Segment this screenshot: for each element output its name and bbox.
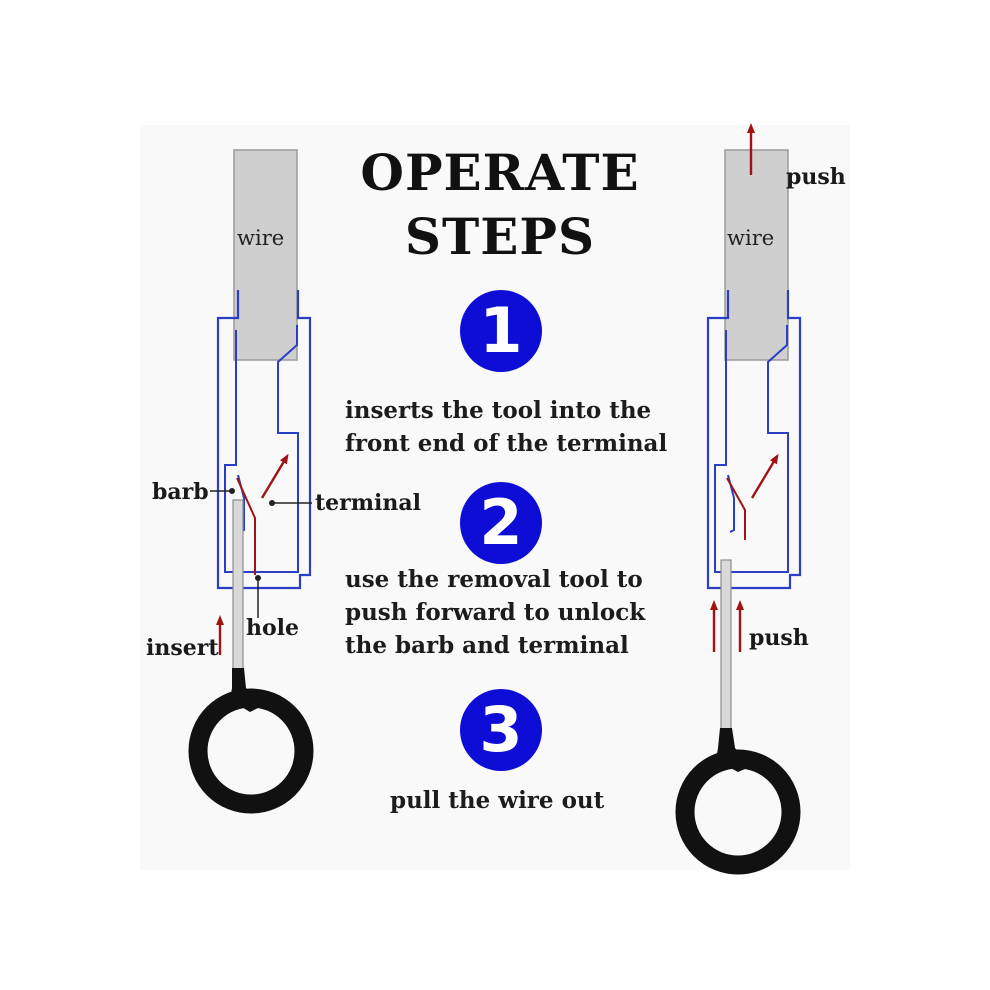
left-ring-handle — [188, 688, 314, 814]
terminal-label: terminal — [315, 490, 421, 516]
right-barb-line — [726, 477, 746, 540]
step-1-line-2: front end of the terminal — [345, 430, 668, 457]
step-2-text: use the removal tool to push forward to … — [345, 563, 645, 662]
push-bottom-label: push — [749, 625, 809, 651]
insert-label: insert — [146, 635, 219, 661]
step-1-badge: 1 — [460, 290, 542, 372]
hole-dot — [255, 575, 261, 581]
right-wire — [724, 149, 789, 361]
left-wire — [233, 149, 298, 361]
left-direction-arrow — [260, 453, 289, 499]
left-removal-pin — [232, 499, 244, 676]
left-terminal-diagram — [188, 149, 314, 814]
right-ring-handle — [675, 749, 801, 875]
hole-label: hole — [246, 615, 300, 641]
left-terminal-housing-outer — [216, 290, 312, 590]
terminal-dot — [269, 500, 275, 506]
step-3-line-1: pull the wire out — [390, 787, 605, 814]
step-2-line-2: push forward to unlock — [345, 599, 646, 626]
step-1-number: 1 — [479, 294, 523, 367]
step-2-badge: 2 — [460, 482, 542, 564]
left-barb-line — [236, 477, 256, 575]
step-2-number: 2 — [479, 486, 523, 559]
step-3-text: pull the wire out — [390, 784, 604, 817]
barb-dot — [229, 488, 235, 494]
right-direction-arrow — [750, 453, 779, 499]
right-terminal-diagram — [675, 123, 802, 875]
step-3-number: 3 — [479, 693, 523, 766]
push-top-label: push — [786, 164, 846, 190]
right-wire-label: wire — [727, 226, 775, 250]
step-3-badge: 3 — [460, 689, 542, 771]
title-line-1: OPERATE — [360, 143, 640, 202]
title-line-2: STEPS — [404, 207, 596, 266]
step-2-line-3: the barb and terminal — [345, 632, 629, 659]
left-wire-label: wire — [237, 226, 285, 250]
step-1-line-1: inserts the tool into the — [345, 397, 652, 424]
step-2-line-1: use the removal tool to — [345, 566, 643, 593]
barb-label: barb — [152, 479, 209, 505]
right-terminal-housing-inner — [714, 325, 789, 573]
right-removal-pin — [720, 559, 732, 736]
right-terminal-housing-outer — [706, 290, 802, 590]
step-1-text: inserts the tool into the front end of t… — [345, 394, 667, 460]
